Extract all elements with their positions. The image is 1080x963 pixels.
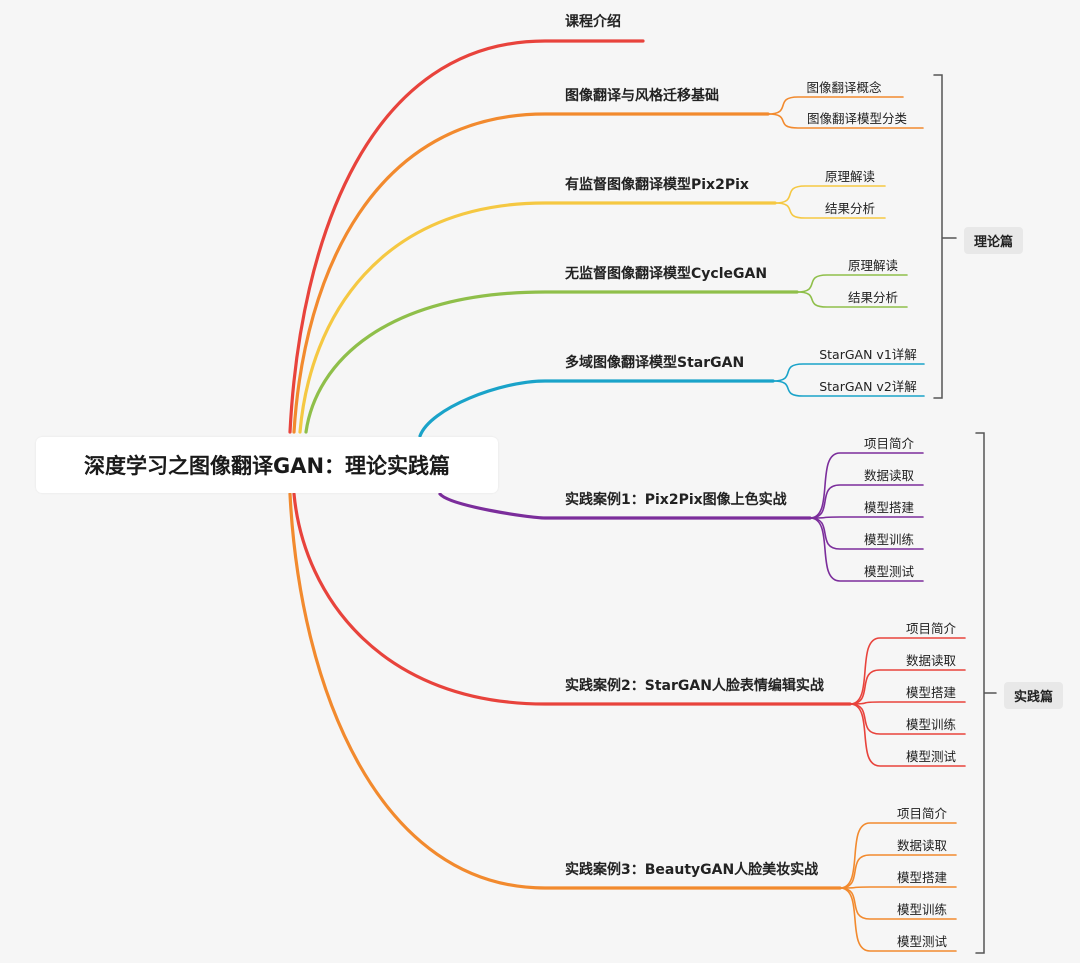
subtopic-connector: [774, 202, 886, 219]
subtopic-item[interactable]: StarGAN v2详解: [819, 379, 917, 394]
subtopic-item[interactable]: 模型测试: [905, 749, 957, 764]
branch-connector: [418, 379, 775, 438]
subtopic-connector: [849, 703, 966, 767]
subtopic-item[interactable]: 数据读取: [896, 838, 948, 853]
subtopic-item[interactable]: 结果分析: [847, 290, 899, 305]
branch-connector: [292, 112, 770, 434]
subtopic-item[interactable]: 项目简介: [896, 806, 948, 821]
branch-connector: [292, 492, 852, 706]
branch-case-3[interactable]: 实践案例3：BeautyGAN人脸美妆实战: [565, 862, 819, 878]
branch-case-2[interactable]: 实践案例2：StarGAN人脸表情编辑实战: [565, 678, 824, 694]
group-practice-bracket: [975, 432, 997, 954]
subtopic-connector: [809, 517, 924, 550]
subtopic-connector: [809, 452, 924, 519]
subtopic-item[interactable]: 模型训练: [863, 532, 915, 547]
subtopic-item[interactable]: 原理解读: [824, 169, 876, 184]
subtopic-connector: [767, 96, 904, 115]
subtopic-item[interactable]: 模型测试: [863, 564, 915, 579]
subtopic-connector: [767, 113, 924, 129]
subtopic-connector: [809, 517, 924, 582]
subtopic-item[interactable]: 数据读取: [863, 468, 915, 483]
subtopic-connector: [839, 887, 957, 952]
root-topic-label: 深度学习之图像翻译GAN：理论实践篇: [83, 454, 451, 478]
subtopic-connector: [796, 291, 908, 308]
subtopic-connector: [839, 886, 957, 889]
subtopic-connector: [849, 701, 966, 705]
branch-case-1[interactable]: 实践案例1：Pix2Pix图像上色实战: [565, 492, 787, 508]
subtopic-item[interactable]: StarGAN v1详解: [819, 347, 917, 362]
branch-translation-basics[interactable]: 图像翻译与风格迁移基础: [565, 88, 719, 104]
branch-stargan[interactable]: 多域图像翻译模型StarGAN: [565, 355, 745, 371]
branch-connector: [304, 290, 799, 434]
root-topic[interactable]: 深度学习之图像翻译GAN：理论实践篇: [36, 437, 498, 493]
subtopic-connector: [849, 703, 966, 735]
group-theory-label[interactable]: 理论篇: [964, 227, 1024, 254]
subtopic-item[interactable]: 原理解读: [847, 258, 899, 273]
subtopic-item[interactable]: 图像翻译概念: [806, 80, 882, 95]
subtopic-connector: [839, 854, 957, 889]
subtopic-item[interactable]: 模型搭建: [863, 500, 915, 515]
subtopic-item[interactable]: 模型训练: [896, 902, 948, 917]
branch-connector: [288, 492, 842, 890]
group-theory-bracket: [933, 74, 957, 399]
subtopic-item[interactable]: 模型训练: [905, 717, 957, 732]
subtopic-connector: [839, 822, 957, 889]
subtopic-item[interactable]: 模型搭建: [896, 870, 948, 885]
branch-connector: [298, 201, 777, 434]
subtopic-connector: [849, 637, 966, 705]
branch-pix2pix[interactable]: 有监督图像翻译模型Pix2Pix: [565, 177, 749, 193]
group-practice-label[interactable]: 实践篇: [1004, 682, 1064, 709]
subtopic-connector: [809, 484, 924, 519]
subtopic-item[interactable]: 图像翻译模型分类: [806, 111, 908, 126]
branch-connector: [438, 492, 812, 520]
branch-course-intro[interactable]: 课程介绍: [565, 14, 621, 30]
subtopic-item[interactable]: 项目简介: [905, 621, 957, 636]
subtopic-connector: [772, 363, 925, 382]
subtopic-item[interactable]: 结果分析: [824, 201, 876, 216]
subtopic-item[interactable]: 模型测试: [896, 934, 948, 949]
subtopic-connector: [796, 274, 908, 293]
subtopic-item[interactable]: 项目简介: [863, 436, 915, 451]
subtopic-connector: [849, 669, 966, 705]
subtopic-connector: [772, 380, 925, 397]
subtopic-item[interactable]: 模型搭建: [905, 685, 957, 700]
subtopic-connector: [774, 185, 886, 204]
branch-cyclegan[interactable]: 无监督图像翻译模型CycleGAN: [565, 266, 768, 282]
subtopic-connector: [809, 516, 924, 519]
branch-connector: [288, 39, 645, 434]
subtopic-connector: [839, 887, 957, 920]
subtopic-item[interactable]: 数据读取: [905, 653, 957, 668]
